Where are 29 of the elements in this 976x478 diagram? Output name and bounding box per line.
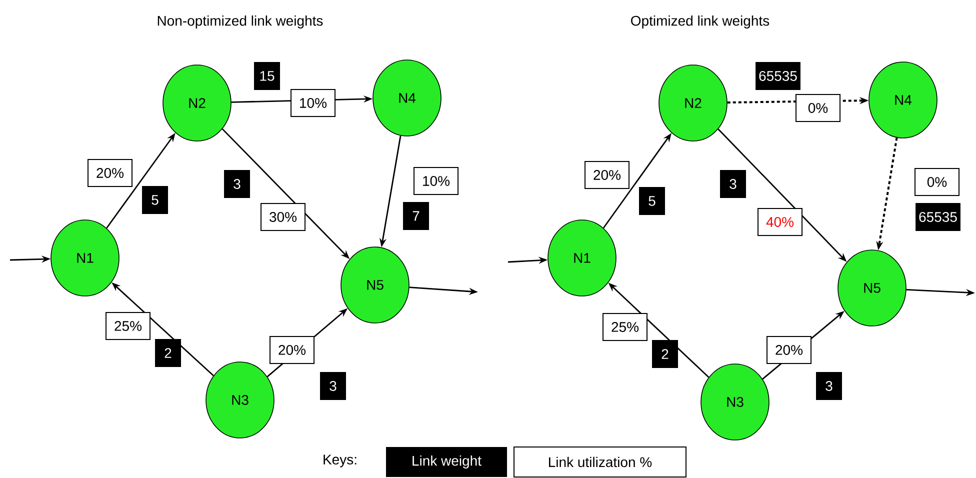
panel-title: Non-optimized link weights xyxy=(158,15,323,29)
weight-box: 7 xyxy=(403,202,429,230)
utilization-box: 20% xyxy=(88,159,132,187)
utilization-box: 0% xyxy=(796,94,840,122)
utilization-box: 40% xyxy=(758,208,802,236)
panel-title: Optimized link weights xyxy=(631,15,770,29)
weight-box: 5 xyxy=(639,187,665,215)
legend-item: Link weight xyxy=(386,447,507,477)
utilization-box: 25% xyxy=(602,313,648,341)
utilization-box: 25% xyxy=(106,312,150,340)
weight-box: 2 xyxy=(155,339,181,367)
utilization-box: 10% xyxy=(414,167,458,195)
weight-box: 3 xyxy=(816,372,842,400)
utilization-box: 0% xyxy=(914,168,960,196)
utilization-box: 20% xyxy=(766,336,812,364)
legend-item: Link utilization % xyxy=(514,446,686,478)
weight-box: 65535 xyxy=(916,203,960,231)
weight-box: 2 xyxy=(652,340,678,368)
key-label: Keys: xyxy=(324,454,356,468)
utilization-box: 10% xyxy=(290,89,336,117)
utilization-box: 20% xyxy=(270,336,314,364)
weight-box: 65535 xyxy=(756,62,800,90)
weight-box: 3 xyxy=(224,170,250,198)
utilization-box: 20% xyxy=(584,161,630,189)
weight-box: 3 xyxy=(720,170,746,198)
weight-box: 15 xyxy=(254,62,280,90)
utilization-box: 30% xyxy=(260,203,306,231)
weight-box: 3 xyxy=(320,372,346,400)
weight-box: 5 xyxy=(142,186,168,214)
